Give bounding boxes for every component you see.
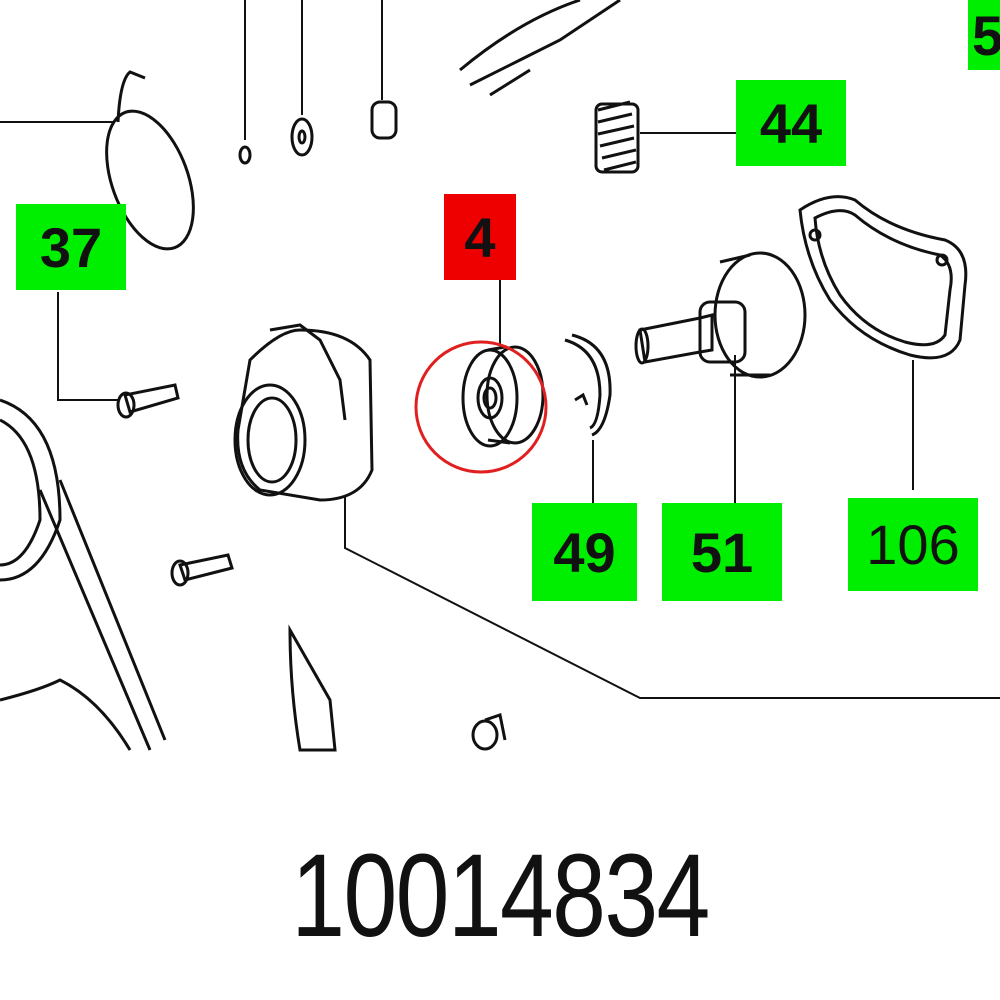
leader-lines (0, 0, 1000, 699)
circlip-part-49 (564, 333, 612, 437)
bearing-housing (233, 323, 374, 502)
callout-label-4[interactable]: 4 (444, 194, 516, 280)
gasket-hole (935, 253, 949, 267)
ball-bearing-part-4 (461, 345, 545, 448)
callout-label-51[interactable]: 51 (662, 503, 782, 601)
top-small-parts (238, 0, 621, 165)
screws (116, 383, 507, 751)
callout-label-5[interactable]: 5 (968, 0, 1000, 70)
callout-label-49[interactable]: 49 (532, 503, 637, 601)
gasket-hole (808, 228, 822, 242)
spring-part-44 (594, 100, 640, 174)
callout-label-44[interactable]: 44 (736, 80, 846, 166)
shaft-part-51 (634, 251, 807, 379)
callout-label-106[interactable]: 106 (848, 498, 978, 591)
left-cover-partial (0, 398, 337, 752)
wire-ring (105, 70, 195, 251)
gasket-part-106 (798, 195, 968, 360)
highlight-ring (414, 340, 548, 474)
callout-label-37[interactable]: 37 (16, 204, 126, 290)
part-number: 10014834 (291, 830, 710, 962)
